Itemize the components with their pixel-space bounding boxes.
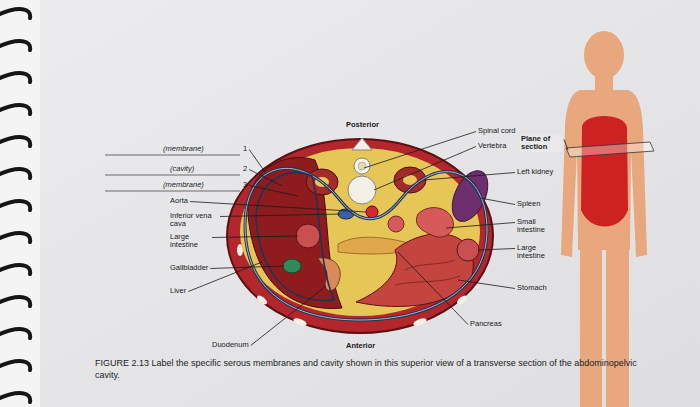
large-intestine [296,224,320,248]
callout-number: 1 [243,145,247,153]
plane-of-section [566,142,654,157]
gallbladder [283,259,301,273]
fold [395,276,460,285]
part-label: Duodenum [212,341,249,349]
coil [0,73,30,82]
fold [405,260,455,270]
body-wall [227,139,493,333]
spinal-canal [354,158,370,174]
coil [0,329,30,338]
small-intestine [388,208,453,237]
intestine-loop [388,216,404,232]
liver [248,157,342,308]
plane-label: Plane of section [520,135,562,152]
spinal-cord [358,162,366,170]
spiral-binding [0,9,30,402]
figure-caption: FIGURE 2.13 Label the specific serous me… [95,358,655,381]
leader-line [398,252,468,325]
leader-line [249,170,282,187]
abdominal-region [581,116,628,227]
leader-line [446,223,515,229]
blank-hint: (cavity) [170,165,194,173]
orientation-label: Posterior [346,121,379,129]
part-label: Liver [170,287,186,295]
blank-hint: (membrane) [163,181,204,189]
part-label: Pancreas [470,320,502,328]
leader-line [220,214,340,217]
answer-blanks [105,155,240,191]
parietal-peritoneum [245,168,487,320]
part-label: Aorta [170,197,188,205]
leader-line [478,249,515,251]
blank-line [105,175,240,176]
coil [0,201,30,210]
coil [0,361,30,370]
binding-strip [0,0,40,407]
part-label: Large intestine [517,244,557,261]
vertebral-body [348,176,376,204]
part-label: Vertebra [478,142,506,150]
leg [580,248,602,407]
coil [0,169,30,178]
cartilage [412,317,427,327]
part-label: Small intestine [517,218,557,235]
blank-hint: (membrane) [163,145,204,153]
head [584,31,624,79]
coil [0,105,30,114]
peritoneum-highlight [245,168,487,320]
leader-line [249,150,265,173]
callout-number: 3 [243,181,247,189]
leader-line [249,186,298,197]
torso [561,90,647,257]
leader-line [480,198,515,205]
intestine-loop [416,208,453,237]
coil [0,233,30,242]
leader-line [374,147,476,191]
cartilage [292,317,307,327]
spinous-process [352,138,372,150]
leader-line [564,140,568,151]
coil [0,393,30,402]
part-label: Left kidney [517,168,557,176]
callout-number: 2 [243,165,247,173]
large-intestine [457,239,479,261]
part-label: Spinal cord [478,127,516,135]
blank-line [105,155,240,156]
human-silhouette [561,31,654,407]
cartilage [455,294,468,306]
leader-line [251,286,326,346]
orientation-label: Anterior [346,342,375,350]
part-label: Spleen [517,200,540,208]
leader-line [190,202,366,213]
coil [0,41,30,50]
gastric-folds [395,260,460,285]
stomach [356,234,473,307]
coil [0,265,30,274]
part-label: Large intestine [170,233,210,250]
coil [0,297,30,306]
part-label: Gallbladder [170,264,208,272]
leader-line [212,236,298,238]
coil [0,137,30,146]
leader-line [364,132,476,169]
leader-line [424,173,515,181]
blank-line [105,191,240,192]
cartilage [255,294,268,306]
leg [606,248,629,407]
aorta [366,206,378,218]
leader-line [458,280,515,289]
coil [0,9,30,18]
part-label: Inferior vena cava [170,212,218,229]
part-label: Stomach [517,284,547,292]
